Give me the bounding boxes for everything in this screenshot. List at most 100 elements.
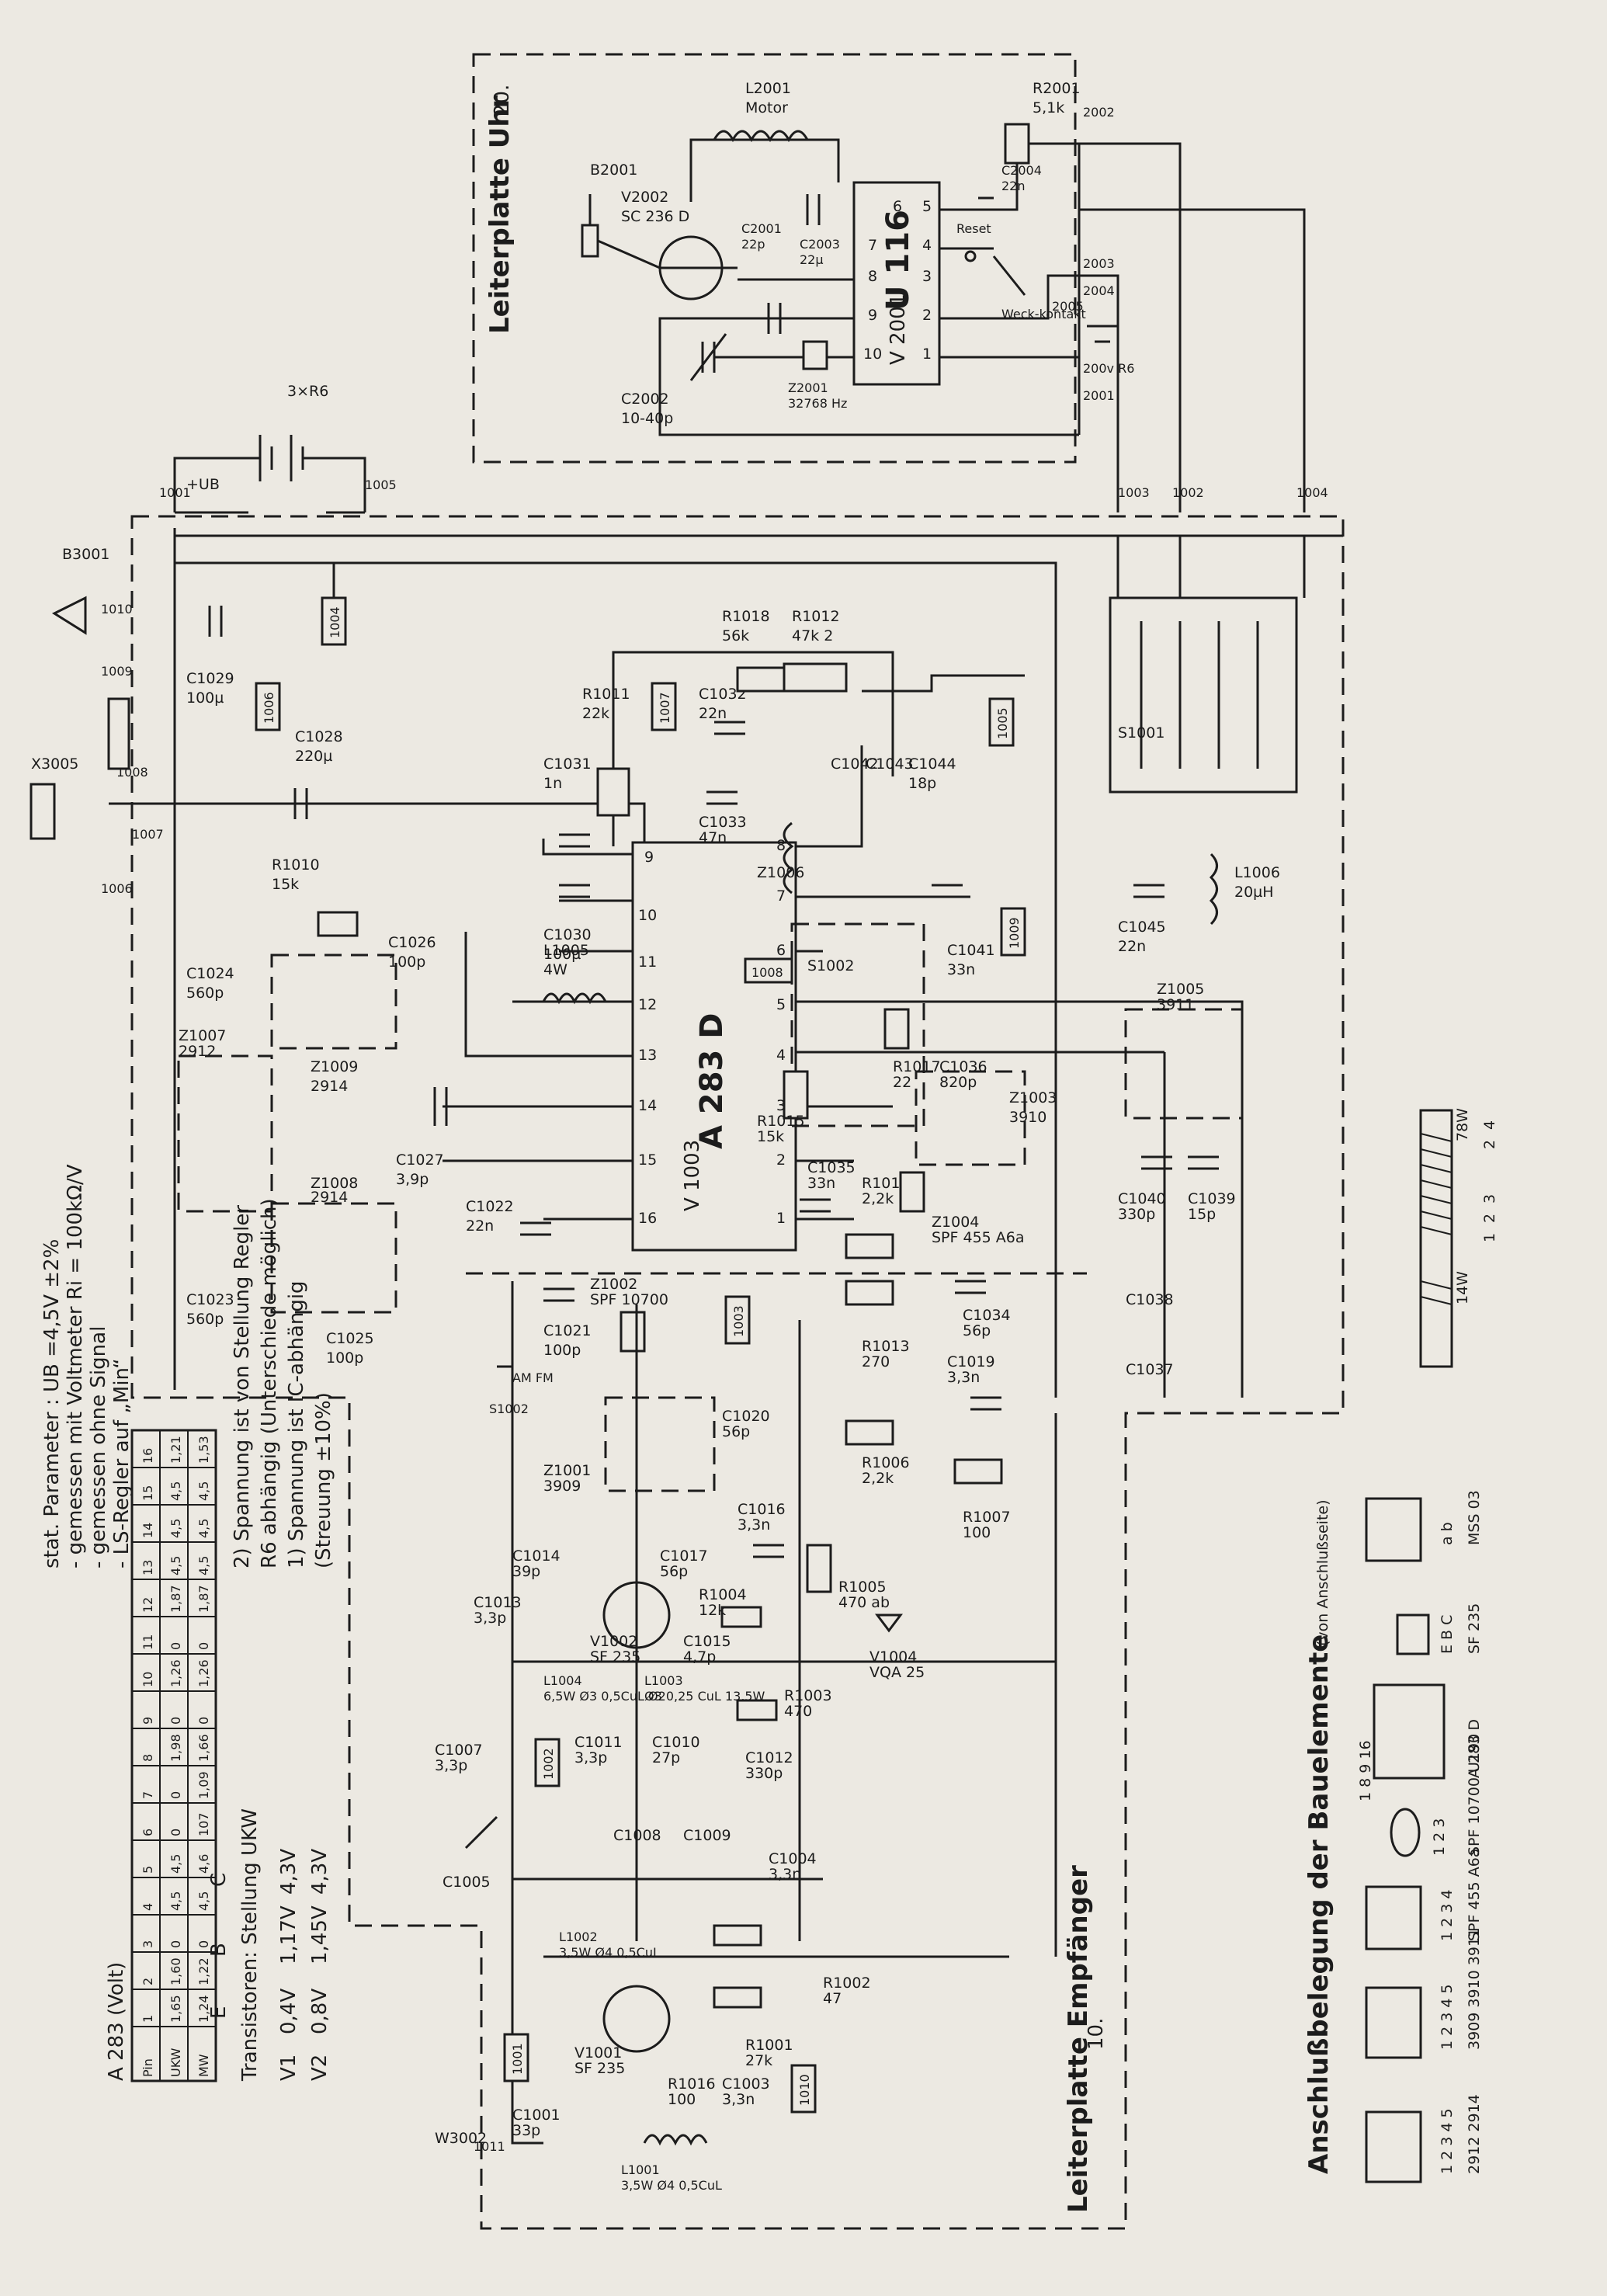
c1004-label: C1004 xyxy=(769,1850,817,1867)
c1003-label: C1003 xyxy=(722,2075,770,2093)
v2002-label: V2002 xyxy=(621,189,668,206)
pinout-sf235-name: SF 235 xyxy=(1466,1603,1483,1654)
voltage-table-outline xyxy=(130,1429,217,2082)
l1003-value: Ø3 0,25 CuL 13,5W xyxy=(644,1689,765,1704)
transistor-v2-b: 1,45V xyxy=(308,1905,331,1964)
clock-ic-pin6: 6 xyxy=(893,198,902,215)
pinout-spf10700-pins: 1 2 3 xyxy=(1431,1818,1448,1856)
rx-r1011-wire xyxy=(612,651,894,846)
c1032-value: 22n xyxy=(699,705,727,722)
c1027-label: C1027 xyxy=(396,1151,444,1169)
node-1002-text: 1002 xyxy=(1172,485,1204,500)
l1006-label: L1006 xyxy=(1234,864,1280,881)
node-1009-text: 1009 xyxy=(101,664,133,679)
transistor-header-e: E xyxy=(207,2006,231,2019)
rx-pin15: 15 xyxy=(638,1151,657,1169)
voltage-table-cell: 4,5 xyxy=(196,1556,211,1575)
node-1001-text: 1001 xyxy=(159,485,191,500)
r1015-body xyxy=(783,1070,809,1120)
z1006-coil xyxy=(783,821,794,894)
rx-r1012-wire xyxy=(862,674,1025,693)
voltage-table-cell: 4,5 xyxy=(196,1891,211,1911)
c1016-cap xyxy=(753,1544,784,1558)
s1002-label: S1002 xyxy=(807,957,854,974)
s1002-box xyxy=(790,922,925,1127)
r1002-body xyxy=(713,1924,762,1947)
c1011-label: C1011 xyxy=(574,1734,623,1751)
voltage-table-cell: 4,5 xyxy=(168,1481,183,1501)
transistor-header-c: C xyxy=(207,1873,231,1887)
r1013-label: R1013 xyxy=(862,1338,910,1355)
node-2005: 2005 xyxy=(1052,299,1084,314)
antenna-pin-3: 3 xyxy=(1481,1194,1498,1204)
c1010-value: 27p xyxy=(652,1749,680,1766)
clock-ic-pin10: 10 xyxy=(863,346,882,363)
rx-pin6: 6 xyxy=(776,942,786,959)
note-measured-with: - gemessen mit Voltmeter Ri = 100kΩ/V xyxy=(64,1164,87,1568)
antenna-rod: 78W 14W 1 2 3 2 4 xyxy=(1419,1108,1498,1368)
l1001-coil xyxy=(643,2134,708,2146)
c1022-cap xyxy=(520,1221,551,1236)
transistor-header-b: B xyxy=(207,1943,231,1957)
clock-wire-pin2 xyxy=(939,274,1079,320)
r1014-body xyxy=(845,1233,894,1259)
pinouts-subtitle: (von Anschlußseite) xyxy=(1314,1500,1331,1647)
transistor-table: Transistoren: Stellung UKW E B C V1 0,4V… xyxy=(207,1808,331,2082)
r1004-label: R1004 xyxy=(699,1586,747,1603)
clock-ic-pin8: 8 xyxy=(868,268,877,285)
c1036-label: C1036 xyxy=(939,1058,987,1075)
r1010-value: 15k xyxy=(272,876,299,893)
clock-board-title: Leiterplatte Uhr xyxy=(484,95,515,334)
s1001-label: S1001 xyxy=(1118,724,1164,742)
voltage-table-cell: 1,09 xyxy=(196,1771,211,1799)
c2004-value: 22n xyxy=(1001,179,1026,193)
r1011-label: R1011 xyxy=(582,686,630,703)
clock-ic-pin2: 2 xyxy=(922,307,932,324)
r1012-pot xyxy=(783,662,848,693)
voltage-table-cell: 0 xyxy=(196,1940,211,1948)
l1002-label: L1002 xyxy=(559,1930,598,1944)
s1002-bottom xyxy=(497,1365,514,1398)
r1015-label: R1015 xyxy=(757,1113,805,1130)
node-box-1004-text: 1004 xyxy=(328,606,342,638)
r1018-body xyxy=(736,666,786,693)
c1019-label: C1019 xyxy=(947,1353,995,1370)
c1031-label: C1031 xyxy=(543,755,592,773)
voltage-table-cell: 1,26 xyxy=(196,1659,211,1687)
z1007-value: 2912 xyxy=(179,1043,216,1060)
z1001-label: Z1001 xyxy=(543,1462,591,1479)
transistor-v2-label: V2 xyxy=(308,2055,331,2081)
c1028-value: 220µ xyxy=(295,748,332,765)
z1005-label: Z1005 xyxy=(1157,981,1204,998)
pinout-spf455-name: SPF 455 A6a xyxy=(1466,1848,1483,1941)
motor-coil xyxy=(713,130,809,143)
l1005-label: L1005 xyxy=(543,942,589,959)
transistor-table-title: Transistoren: Stellung UKW xyxy=(238,1808,262,2082)
c1019-cap xyxy=(970,1396,1001,1411)
transistor-v1-c: 4,3V xyxy=(277,1849,300,1895)
c1031-cap xyxy=(559,833,590,848)
c1029-cap xyxy=(208,606,223,637)
voltage-table-cell: 1,60 xyxy=(168,1957,183,1985)
z1002-body xyxy=(620,1311,646,1353)
c1013-label: C1013 xyxy=(474,1594,522,1611)
c1004-value: 3,3n xyxy=(769,1866,801,1883)
voltage-table-cell: 1,26 xyxy=(168,1659,183,1687)
z1004-value: SPF 455 A6a xyxy=(932,1229,1025,1246)
z1006-label: Z1006 xyxy=(757,864,804,881)
c1039-value: 15p xyxy=(1188,1206,1216,1223)
node-box-1003-text: 1003 xyxy=(731,1305,746,1337)
clock-wire-to-1004 xyxy=(1079,208,1306,512)
voltage-table-cell: 4,6 xyxy=(196,1854,211,1874)
c1020-value: 56p xyxy=(722,1423,750,1440)
r1011-body xyxy=(596,767,630,817)
c1043-label: C1043 xyxy=(866,755,914,773)
l1001-label: L1001 xyxy=(621,2162,660,2177)
node-box-1006-text: 1006 xyxy=(262,692,276,724)
r2001-value: 5,1k xyxy=(1033,99,1064,116)
clock-wire-motor xyxy=(689,138,840,202)
voltage-table-header-cell: 10 xyxy=(141,1672,155,1687)
clock-ic-label: U 116 xyxy=(880,210,916,311)
rx-pin5: 5 xyxy=(776,996,786,1013)
z1005-can xyxy=(1124,1008,1244,1120)
